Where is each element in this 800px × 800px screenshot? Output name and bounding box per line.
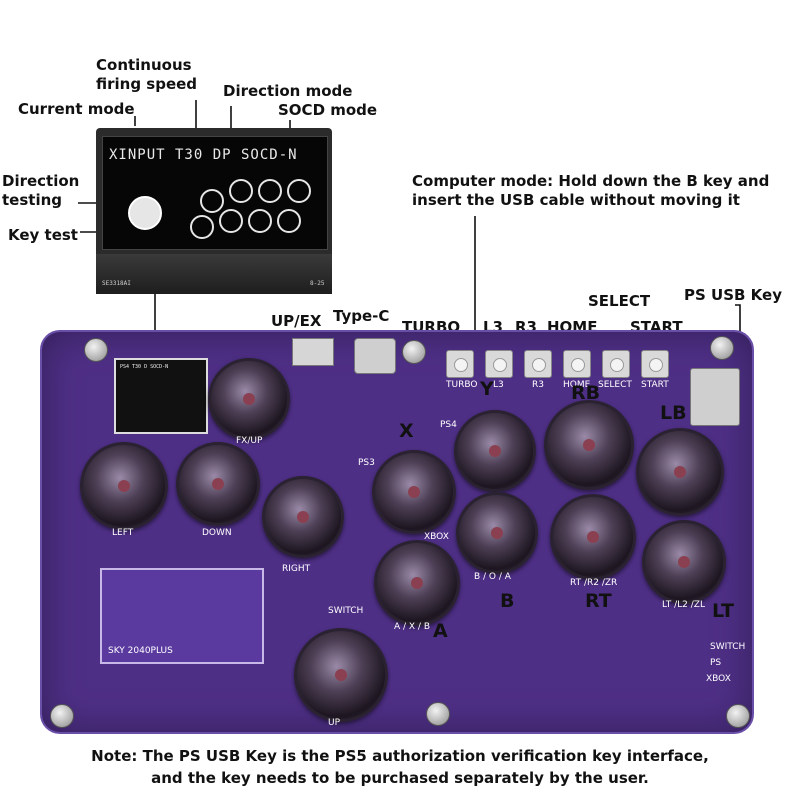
select-button[interactable] bbox=[602, 350, 630, 378]
start-button[interactable] bbox=[641, 350, 669, 378]
label-type-c: Type-C bbox=[333, 307, 390, 325]
board-label-lt-l2-zl: LT /L2 /ZL bbox=[662, 600, 705, 610]
corner-screw bbox=[726, 704, 750, 728]
oled-ribbon-text-left: SE3318AI bbox=[102, 280, 131, 287]
board-label-xbox: XBOX bbox=[424, 532, 449, 542]
pcb-label: SKY 2040PLUS bbox=[108, 646, 173, 656]
label-socd-mode: SOCD mode bbox=[278, 101, 378, 119]
oled-screen: XINPUT T30 DP SOCD-N bbox=[102, 136, 328, 250]
oled-ribbon-cable bbox=[96, 254, 332, 294]
label-select: SELECT bbox=[588, 292, 651, 310]
board-label-xbox-mode: XBOX bbox=[706, 674, 731, 684]
note-line-2: and the key needs to be purchased separa… bbox=[151, 768, 649, 787]
corner-screw bbox=[426, 702, 450, 726]
right-button[interactable] bbox=[262, 476, 344, 558]
corner-screw bbox=[84, 338, 108, 362]
label-up-ex: UP/EX bbox=[271, 312, 322, 330]
b-button[interactable] bbox=[456, 492, 538, 574]
lb-button[interactable] bbox=[636, 428, 724, 516]
board-mini-oled: PS4 T30 D SOCD-N bbox=[114, 358, 208, 434]
big-label-lb: LB bbox=[660, 402, 687, 424]
board-label-switch: SWITCH bbox=[328, 606, 364, 616]
oled-direction-indicator bbox=[128, 196, 162, 230]
x-button[interactable] bbox=[372, 450, 456, 534]
label-ps-usb-key: PS USB Key bbox=[684, 286, 782, 304]
board-label-ps-mode: PS bbox=[710, 658, 722, 668]
big-label-lt: LT bbox=[712, 600, 734, 622]
board-mini-oled-text: PS4 T30 D SOCD-N bbox=[120, 364, 169, 370]
corner-screw bbox=[402, 340, 426, 364]
home-button[interactable] bbox=[563, 350, 591, 378]
rb-button[interactable] bbox=[544, 400, 634, 490]
board-label-a-x-b: A / X / B bbox=[394, 622, 431, 632]
sky-2040-pcb: SKY 2040PLUS bbox=[100, 568, 264, 664]
corner-screw bbox=[710, 336, 734, 360]
big-label-b: B bbox=[500, 590, 515, 612]
turbo-button[interactable] bbox=[446, 350, 474, 378]
oled-key-circle bbox=[200, 189, 224, 213]
label-current-mode: Current mode bbox=[18, 100, 135, 118]
controller-board: PS4 T30 D SOCD-N TURBO L3 R3 HOME SELECT… bbox=[40, 330, 754, 734]
oled-status-line: XINPUT T30 DP SOCD-N bbox=[109, 147, 298, 163]
big-label-a: A bbox=[433, 620, 448, 642]
oled-key-circle bbox=[277, 209, 301, 233]
note-text: Note: The PS USB Key is the PS5 authoriz… bbox=[0, 746, 800, 790]
board-label-right: RIGHT bbox=[282, 564, 311, 574]
type-c-port[interactable] bbox=[354, 338, 396, 374]
tact-label-start: START bbox=[641, 380, 669, 390]
oled-ribbon-text-right: 8-25 bbox=[310, 280, 325, 287]
board-label-switch-mode: SWITCH bbox=[710, 642, 746, 652]
label-computer-mode: Computer mode: Hold down the B key and i… bbox=[412, 172, 770, 209]
board-label-b-o-a: B / O / A bbox=[474, 572, 511, 582]
down-button[interactable] bbox=[176, 442, 260, 526]
up-ex-toggle-switch[interactable] bbox=[292, 338, 334, 366]
label-key-test: Key test bbox=[8, 226, 78, 244]
oled-key-circle bbox=[258, 179, 282, 203]
board-label-ps3: PS3 bbox=[358, 458, 375, 468]
oled-key-circle bbox=[190, 215, 214, 239]
big-label-x: X bbox=[399, 420, 414, 442]
big-label-rt: RT bbox=[585, 590, 612, 612]
corner-screw bbox=[50, 704, 74, 728]
rt-button[interactable] bbox=[550, 494, 636, 580]
label-continuous-firing-speed: Continuous firing speed bbox=[96, 56, 198, 93]
board-label-ps4: PS4 bbox=[440, 420, 457, 430]
oled-key-circle bbox=[248, 209, 272, 233]
board-label-left: LEFT bbox=[112, 528, 134, 538]
label-direction-testing: Direction testing bbox=[2, 172, 80, 209]
ps-usb-key-port[interactable] bbox=[690, 368, 740, 426]
l3-button[interactable] bbox=[485, 350, 513, 378]
board-label-up: UP bbox=[328, 718, 341, 728]
big-label-y: Y bbox=[480, 378, 494, 400]
tact-label-select: SELECT bbox=[598, 380, 632, 390]
tact-label-r3: R3 bbox=[532, 380, 544, 390]
a-button[interactable] bbox=[374, 540, 460, 626]
oled-key-circle bbox=[219, 209, 243, 233]
up-button[interactable] bbox=[294, 628, 388, 722]
big-label-rb: RB bbox=[571, 382, 601, 404]
note-line-1: Note: The PS USB Key is the PS5 authoriz… bbox=[91, 747, 709, 765]
board-label-rt-r2-zr: RT /R2 /ZR bbox=[570, 578, 618, 588]
tact-label-home: HOME bbox=[563, 380, 591, 390]
left-button[interactable] bbox=[80, 442, 168, 530]
lt-button[interactable] bbox=[642, 520, 726, 604]
tact-label-l3: L3 bbox=[493, 380, 504, 390]
tact-label-turbo: TURBO bbox=[446, 380, 478, 390]
board-label-down: DOWN bbox=[202, 528, 232, 538]
fx-up-button[interactable] bbox=[208, 358, 290, 440]
oled-key-circle bbox=[287, 179, 311, 203]
label-direction-mode: Direction mode bbox=[223, 82, 353, 100]
oled-key-circle bbox=[229, 179, 253, 203]
board-label-fx-up: FX/UP bbox=[236, 436, 263, 446]
oled-display-module: XINPUT T30 DP SOCD-N SE3318AI 8-25 bbox=[96, 128, 332, 294]
oled-key-test-graphic bbox=[128, 179, 311, 239]
r3-button[interactable] bbox=[524, 350, 552, 378]
y-button[interactable] bbox=[454, 410, 536, 492]
